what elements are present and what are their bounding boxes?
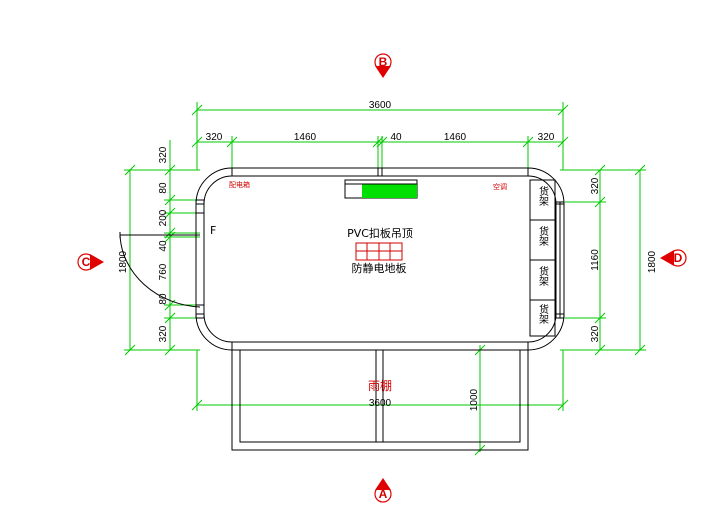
dim-right-overall: 1800 <box>647 250 658 273</box>
shelves <box>529 179 556 337</box>
dim-right-seg-3: 320 <box>590 325 601 342</box>
dim-left-bottom-outer: 320 <box>158 325 169 342</box>
dim-top-seg-5: 320 <box>538 132 555 143</box>
right-tag: 空调 <box>493 182 507 191</box>
canopy <box>231 341 529 451</box>
shelf-1-label: 货架 <box>537 185 549 207</box>
dim-top-overall: 3600 <box>369 100 392 111</box>
door-swing <box>119 232 201 308</box>
floor-label: 防静电地板 <box>352 261 407 275</box>
dim-left-seg-4: 760 <box>158 263 169 280</box>
canopy-label: 雨棚 <box>368 378 392 393</box>
axis-label-left: C <box>82 255 91 269</box>
axis-marker-bottom <box>374 478 392 503</box>
dim-left-overall: 1800 <box>118 250 129 273</box>
axis-marker-right <box>660 249 687 267</box>
dim-top-seg-2: 1460 <box>294 132 317 143</box>
dim-left-seg-5: 80 <box>158 293 169 305</box>
dim-top-seg-4: 1460 <box>444 132 467 143</box>
right-dimensions <box>560 164 646 356</box>
dim-right-seg-2: 1160 <box>590 249 601 271</box>
dim-left-seg-3: 40 <box>158 240 169 252</box>
left-dimensions <box>124 140 200 356</box>
dim-left-top-outer: 320 <box>158 146 169 163</box>
axis-label-right: D <box>674 251 683 265</box>
floor-hatch <box>355 242 403 261</box>
shelf-2-label: 货架 <box>537 225 549 247</box>
dim-top-seg-3: 40 <box>390 132 402 143</box>
left-tag: 配电箱 <box>229 180 250 189</box>
dim-right-seg-1: 320 <box>590 177 601 194</box>
ceiling-label: PVC扣板吊顶 <box>347 226 413 240</box>
shelf-3-label: 货架 <box>537 265 549 287</box>
door-label: F <box>210 224 216 237</box>
dim-left-seg-1: 80 <box>158 182 169 194</box>
dim-canopy-depth: 1000 <box>469 388 480 411</box>
top-dimensions <box>191 102 569 170</box>
dim-left-seg-2: 200 <box>158 209 169 226</box>
top-panel <box>344 179 418 199</box>
axis-marker-left <box>77 253 104 271</box>
axis-marker-top <box>374 53 392 78</box>
dim-top-seg-1: 320 <box>206 132 223 143</box>
axis-label-bottom: A <box>379 487 388 501</box>
dim-bottom-overall: 3600 <box>369 398 392 409</box>
shelf-4-label: 货架 <box>537 303 549 325</box>
axis-label-top: B <box>379 55 388 69</box>
